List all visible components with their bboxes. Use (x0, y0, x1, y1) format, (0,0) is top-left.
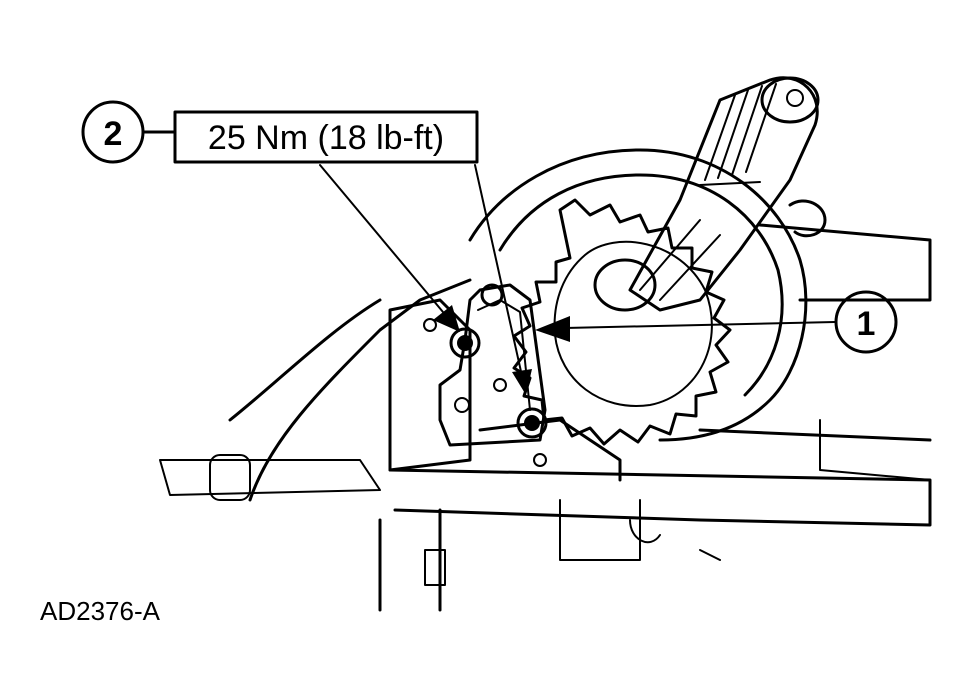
callout-2: 2 (81, 100, 177, 164)
torque-spec-box: 25 Nm (18 lb-ft) (173, 110, 479, 164)
figure-id: AD2376-A (40, 596, 161, 626)
output-shaft (593, 76, 820, 312)
misc-holes (423, 318, 547, 467)
bolt-upper (449, 327, 481, 359)
retainer-bracket (438, 283, 547, 447)
gear-ring (512, 198, 732, 446)
leader-arrows (319, 164, 836, 395)
callout-1: 1 (834, 290, 898, 354)
callout-1-number: 1 (857, 305, 876, 343)
bolt-lower (516, 407, 548, 439)
callout-2-number: 2 (104, 115, 123, 153)
torque-spec-label: 25 Nm (18 lb-ft) (208, 119, 444, 157)
transmission-case (159, 148, 932, 612)
